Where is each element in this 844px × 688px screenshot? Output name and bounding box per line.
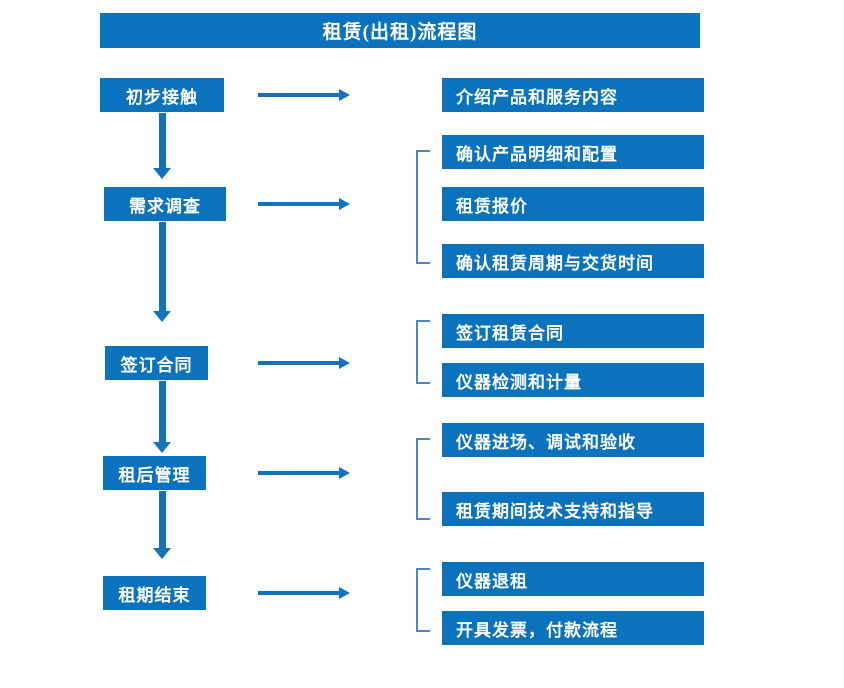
- arrow-head-icon: [339, 89, 350, 101]
- stage-node-2[interactable]: 需求调查: [104, 187, 226, 221]
- arrow-stem: [258, 471, 340, 475]
- arrow-stem: [258, 591, 340, 595]
- detail-node-5-2[interactable]: 开具发票，付款流程: [442, 611, 704, 645]
- detail-node-4-2[interactable]: 租赁期间技术支持和指导: [442, 492, 704, 526]
- arrow-stem: [258, 361, 340, 365]
- detail-node-2-2[interactable]: 租赁报价: [442, 187, 704, 221]
- connector-stem: [158, 381, 166, 442]
- connector-stem: [158, 491, 166, 548]
- stage-arrow-3: [258, 357, 350, 369]
- stage-arrow-1: [258, 89, 350, 101]
- stage-arrow-2: [258, 198, 350, 210]
- detail-node-4-1[interactable]: 仪器进场、调试和验收: [442, 423, 704, 457]
- stage-connector-1: [153, 113, 171, 179]
- connector-arrow-head-icon: [153, 168, 171, 179]
- connector-stem: [158, 222, 166, 311]
- arrow-head-icon: [339, 198, 350, 210]
- stage-node-4[interactable]: 租后管理: [103, 456, 206, 490]
- detail-node-1-1[interactable]: 介绍产品和服务内容: [442, 78, 704, 112]
- connector-arrow-head-icon: [153, 311, 171, 322]
- detail-group-bracket-4: [416, 438, 430, 520]
- detail-group-bracket-2: [416, 150, 430, 264]
- detail-node-2-3[interactable]: 确认租赁周期与交货时间: [442, 244, 704, 278]
- connector-arrow-head-icon: [153, 548, 171, 559]
- stage-connector-3: [153, 381, 171, 453]
- detail-node-3-2[interactable]: 仪器检测和计量: [442, 363, 704, 397]
- stage-node-5[interactable]: 租期结束: [103, 576, 206, 610]
- chart-title-bar: 租赁(出租)流程图: [100, 13, 700, 48]
- arrow-stem: [258, 93, 340, 97]
- detail-node-5-1[interactable]: 仪器退租: [442, 562, 704, 596]
- stage-node-1[interactable]: 初步接触: [100, 78, 224, 112]
- arrow-head-icon: [339, 467, 350, 479]
- stage-arrow-4: [258, 467, 350, 479]
- stage-node-3[interactable]: 签订合同: [105, 346, 208, 380]
- arrow-head-icon: [339, 357, 350, 369]
- detail-group-bracket-5: [416, 568, 430, 632]
- connector-arrow-head-icon: [153, 442, 171, 453]
- connector-stem: [158, 113, 166, 168]
- arrow-head-icon: [339, 587, 350, 599]
- detail-node-3-1[interactable]: 签订租赁合同: [442, 314, 704, 348]
- detail-group-bracket-3: [416, 320, 430, 384]
- detail-node-2-1[interactable]: 确认产品明细和配置: [442, 135, 704, 169]
- stage-connector-2: [153, 222, 171, 322]
- stage-arrow-5: [258, 587, 350, 599]
- arrow-stem: [258, 202, 340, 206]
- chart-title: 租赁(出租)流程图: [322, 22, 478, 43]
- stage-connector-4: [153, 491, 171, 559]
